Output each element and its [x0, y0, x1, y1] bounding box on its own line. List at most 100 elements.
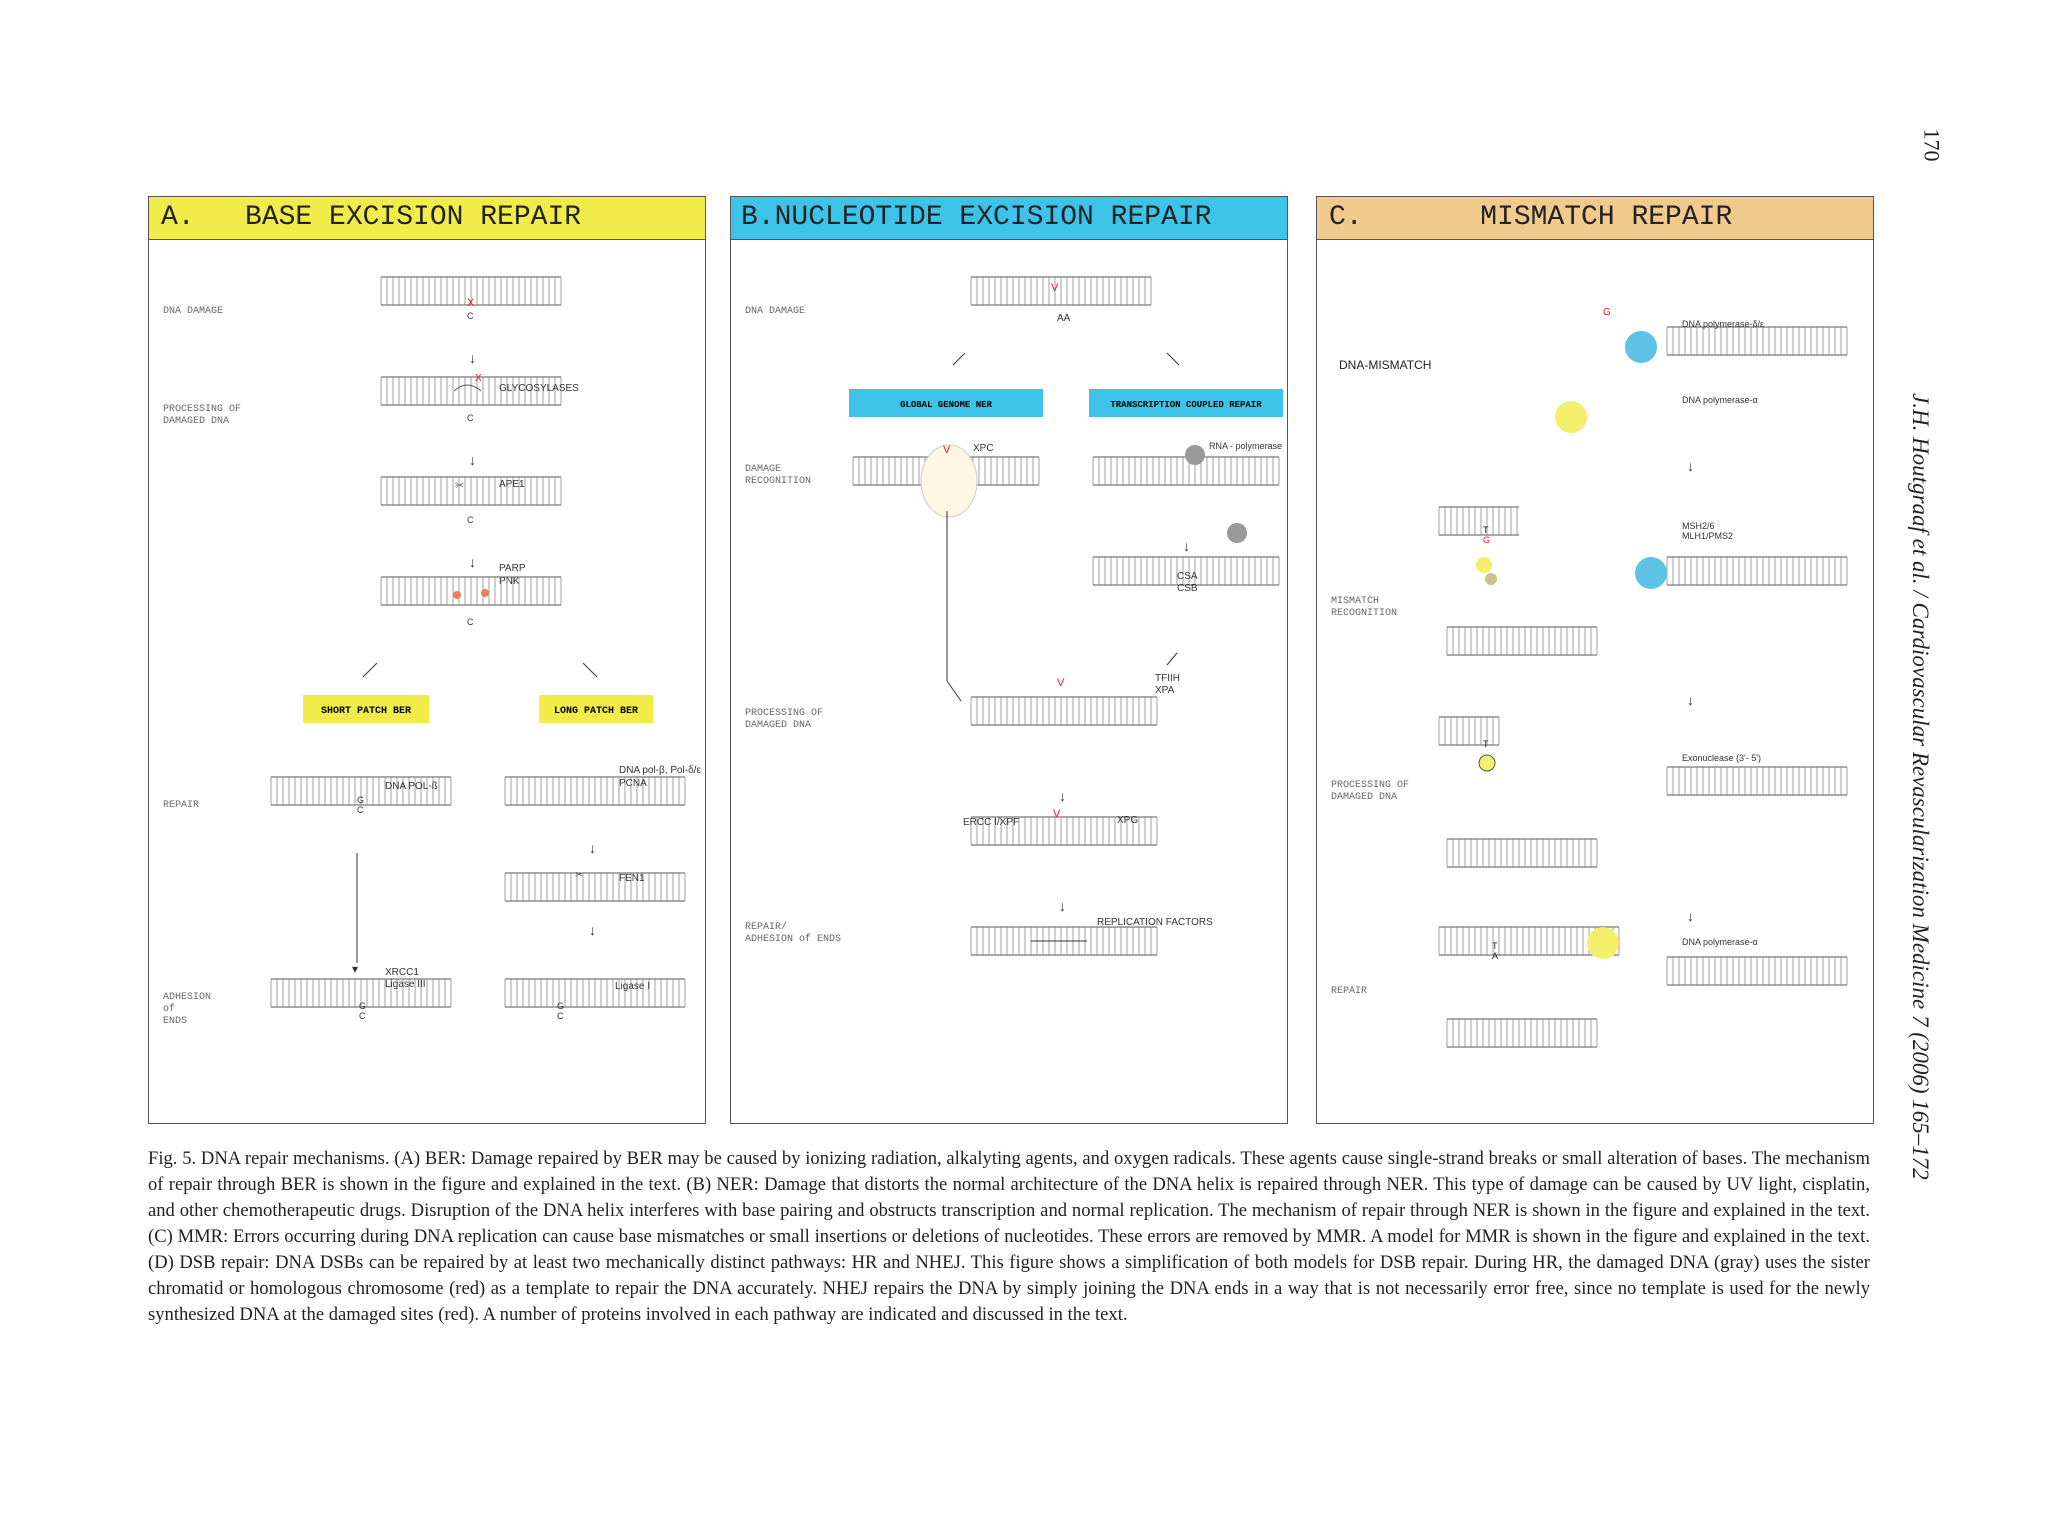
dna-strand — [504, 776, 686, 806]
dna-strand — [380, 576, 562, 606]
panel-c-title: C. MISMATCH REPAIR — [1317, 197, 1873, 240]
dna-strand — [970, 816, 1158, 846]
panel-mismatch-repair: C. MISMATCH REPAIR DNA-MISMATCH MISMATCH… — [1316, 196, 1874, 1124]
ner-diagram: DNA DAMAGE DAMAGE RECOGNITION PROCESSING… — [745, 276, 1283, 956]
base-label: G — [359, 1001, 366, 1011]
pol-alpha-label: DNA polymerase-α — [1682, 937, 1758, 947]
down-arrow-icon: ↓ — [1687, 908, 1694, 924]
parp-protein — [453, 591, 461, 599]
down-arrow-icon: ↓ — [1059, 898, 1066, 914]
exonuclease-label: Exonuclease (3'- 5') — [1682, 753, 1761, 763]
down-arrow-icon: ↓ — [469, 350, 476, 366]
damage-mark: V — [1053, 808, 1061, 820]
down-arrow-icon: ↓ — [469, 452, 476, 468]
dna-strand — [380, 276, 562, 306]
stage-processing-line1: PROCESSING OF — [163, 404, 241, 415]
scissors-icon: ✂ — [455, 480, 464, 492]
branch-arrow — [582, 662, 598, 678]
dna-pol-beta-label: DNA POL-ß — [385, 781, 438, 792]
ber-diagram: DNA DAMAGE PROCESSING OF DAMAGED DNA REP… — [163, 276, 701, 1027]
stage-adhesion-line2: of — [163, 1003, 175, 1015]
xpa-label: XPA — [1155, 685, 1175, 696]
long-patch-ber-label: LONG PATCH BER — [554, 706, 638, 717]
pnk-label: PNK — [499, 576, 520, 587]
down-arrow-icon: ▾ — [352, 962, 358, 976]
stage-dna-damage: DNA DAMAGE — [745, 306, 805, 317]
damage-mark: V — [1057, 677, 1065, 689]
xpg-label: XPG — [1117, 815, 1138, 826]
dna-polymerase-alpha — [1587, 927, 1619, 959]
journal-running-head: J.H. Houtgraaf et al. / Cardiovascular R… — [1908, 393, 1933, 1180]
dna-strand — [970, 276, 1152, 306]
ercc-label: ERCC I/XPF — [963, 817, 1019, 828]
base-label: G — [557, 1001, 564, 1011]
stage-repair-line1: REPAIR/ — [745, 921, 787, 933]
msh-protein — [1476, 557, 1492, 573]
damage-mark: V — [1051, 282, 1059, 294]
arrow-line — [946, 680, 962, 702]
down-arrow-icon: ↓ — [1059, 788, 1066, 804]
dna-polymerase-delta-epsilon — [1625, 331, 1657, 363]
msh-label: MSH2/6 — [1682, 521, 1715, 531]
base-label: C — [467, 413, 474, 423]
base-label: T — [1492, 941, 1498, 951]
dna-strand — [1092, 556, 1280, 586]
mmr-diagram: DNA-MISMATCH MISMATCH RECOGNITION PROCES… — [1331, 307, 1848, 1048]
dna-strand — [1666, 326, 1848, 356]
rna-polymerase-label: RNA - polymerase — [1209, 441, 1282, 451]
dna-strand — [1666, 766, 1848, 796]
damage-mark: X — [467, 297, 475, 309]
dna-strand — [504, 872, 686, 902]
dna-strand — [970, 696, 1158, 726]
dna-strand — [970, 926, 1158, 956]
stage-dna-mismatch: DNA-MISMATCH — [1339, 358, 1431, 372]
dna-strand — [1092, 456, 1280, 486]
branch-arrow — [362, 662, 378, 678]
branch-arrow — [1166, 352, 1180, 366]
dna-strand — [1438, 506, 1519, 536]
short-patch-ber-label: SHORT PATCH BER — [321, 706, 411, 717]
damage-mark: X — [475, 373, 482, 384]
base-label: C — [467, 311, 474, 321]
exonuclease-icon — [1478, 754, 1496, 772]
base-label: C — [359, 1011, 366, 1021]
panel-nucleotide-excision-repair: B.NUCLEOTIDE EXCISION REPAIR DNA DAMAGE … — [730, 196, 1288, 1124]
base-label: C — [467, 617, 474, 627]
branch-arrow — [952, 352, 966, 366]
global-genome-ner-box — [849, 389, 1043, 417]
down-arrow-icon: ↓ — [589, 840, 596, 856]
base-label: G — [1483, 535, 1490, 545]
dna-strand — [1446, 626, 1598, 656]
stage-damage-recognition-line2: RECOGNITION — [745, 476, 811, 487]
csa-label: CSA — [1177, 571, 1198, 582]
stage-processing-line1: PROCESSING OF — [1331, 780, 1409, 791]
mlh-protein — [1485, 573, 1497, 585]
short-patch-ber-box — [303, 695, 429, 723]
stage-processing-line1: PROCESSING OF — [745, 708, 823, 719]
parp-label: PARP — [499, 563, 526, 574]
xpc-label: XPC — [973, 443, 994, 454]
global-genome-ner-label: GLOBAL GENOME NER — [900, 400, 992, 410]
dna-polymerase-delta-epsilon — [1635, 557, 1667, 589]
down-arrow-icon: ↓ — [469, 554, 476, 570]
base-label: G — [1603, 307, 1611, 318]
page-number: 170 — [1919, 128, 1945, 162]
csb-label: CSB — [1177, 583, 1198, 594]
ligase3-label: Ligase III — [385, 979, 426, 990]
stage-damage-recognition-line1: DAMAGE — [745, 464, 781, 475]
base-label: G — [357, 795, 364, 805]
stage-mismatch-recognition-line2: RECOGNITION — [1331, 608, 1397, 619]
aa-label: AA — [1057, 313, 1071, 324]
long-patch-ber-box — [539, 695, 653, 723]
stage-adhesion-line1: ADHESION — [163, 992, 211, 1003]
base-label: T — [1483, 739, 1489, 749]
figure-caption: Fig. 5. DNA repair mechanisms. (A) BER: … — [148, 1148, 1870, 1325]
stage-repair: REPAIR — [1331, 986, 1367, 997]
abasic-site-bulge — [453, 384, 482, 392]
base-label: C — [357, 805, 364, 815]
tcr-label: TRANSCRIPTION COUPLED REPAIR — [1110, 400, 1262, 410]
pcna-label: PCNA — [619, 778, 647, 789]
tfiih-label: TFIIH — [1155, 673, 1180, 684]
stage-processing-line2: DAMAGED DNA — [163, 416, 229, 427]
dna-strand — [1666, 556, 1848, 586]
